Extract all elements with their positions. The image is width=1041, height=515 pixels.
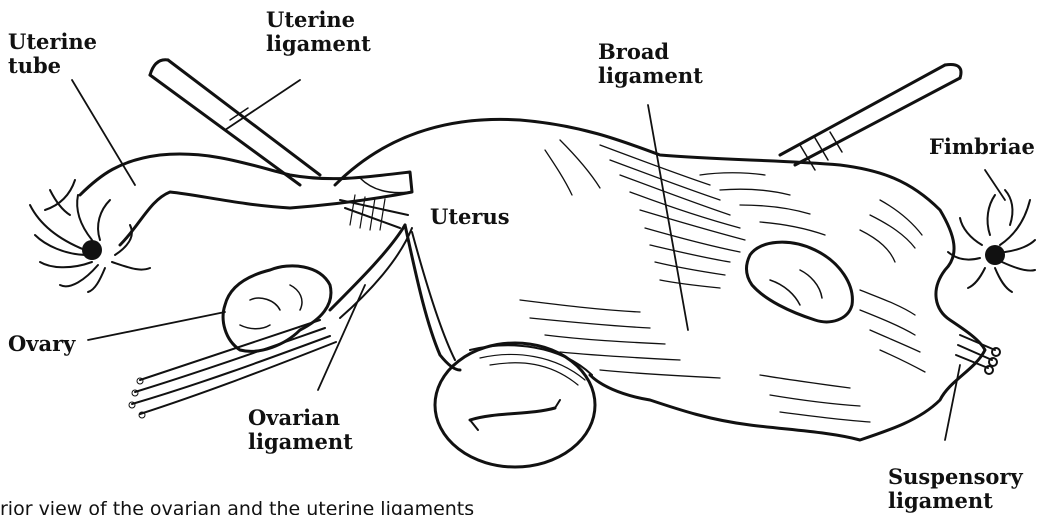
left-ovary	[223, 266, 331, 351]
label-broad-ligament-line2: ligament	[598, 64, 703, 88]
label-uterine-ligament-line1: Uterine	[266, 8, 371, 32]
label-suspensory-ligament-line2: ligament	[888, 489, 1023, 513]
right-fimbriae-strokes	[948, 190, 1035, 292]
label-leader-lines	[72, 80, 1005, 440]
label-fimbriae: Fimbriae	[929, 135, 1035, 159]
label-ovarian-ligament-line2: ligament	[248, 430, 353, 454]
label-ovarian-ligament-line1: Ovarian	[248, 406, 353, 430]
label-suspensory-ligament: Suspensory ligament	[888, 465, 1023, 513]
label-uterine-tube-line2: tube	[8, 54, 97, 78]
cervix-cut-section	[435, 343, 595, 467]
figure-caption: rior view of the ovarian and the uterine…	[0, 498, 474, 515]
ovarian-vessels	[132, 320, 336, 414]
left-fimbriae-strokes	[30, 180, 150, 292]
label-uterine-tube: Uterine tube	[8, 30, 97, 78]
label-ovary: Ovary	[8, 332, 75, 356]
label-uterine-ligament: Uterine ligament	[266, 8, 371, 56]
label-broad-ligament: Broad ligament	[598, 40, 703, 88]
label-ovarian-ligament: Ovarian ligament	[248, 406, 353, 454]
label-suspensory-ligament-line1: Suspensory	[888, 465, 1023, 489]
label-uterine-tube-line1: Uterine	[8, 30, 97, 54]
broad-ligament-folds	[520, 140, 925, 422]
label-uterus: Uterus	[430, 205, 510, 229]
uterus-neck	[405, 225, 460, 370]
right-ovary	[746, 242, 852, 322]
ovarian-ligament-cord	[330, 225, 405, 310]
label-broad-ligament-line1: Broad	[598, 40, 703, 64]
label-uterine-ligament-line2: ligament	[266, 32, 371, 56]
left-uterine-tube	[80, 154, 412, 245]
